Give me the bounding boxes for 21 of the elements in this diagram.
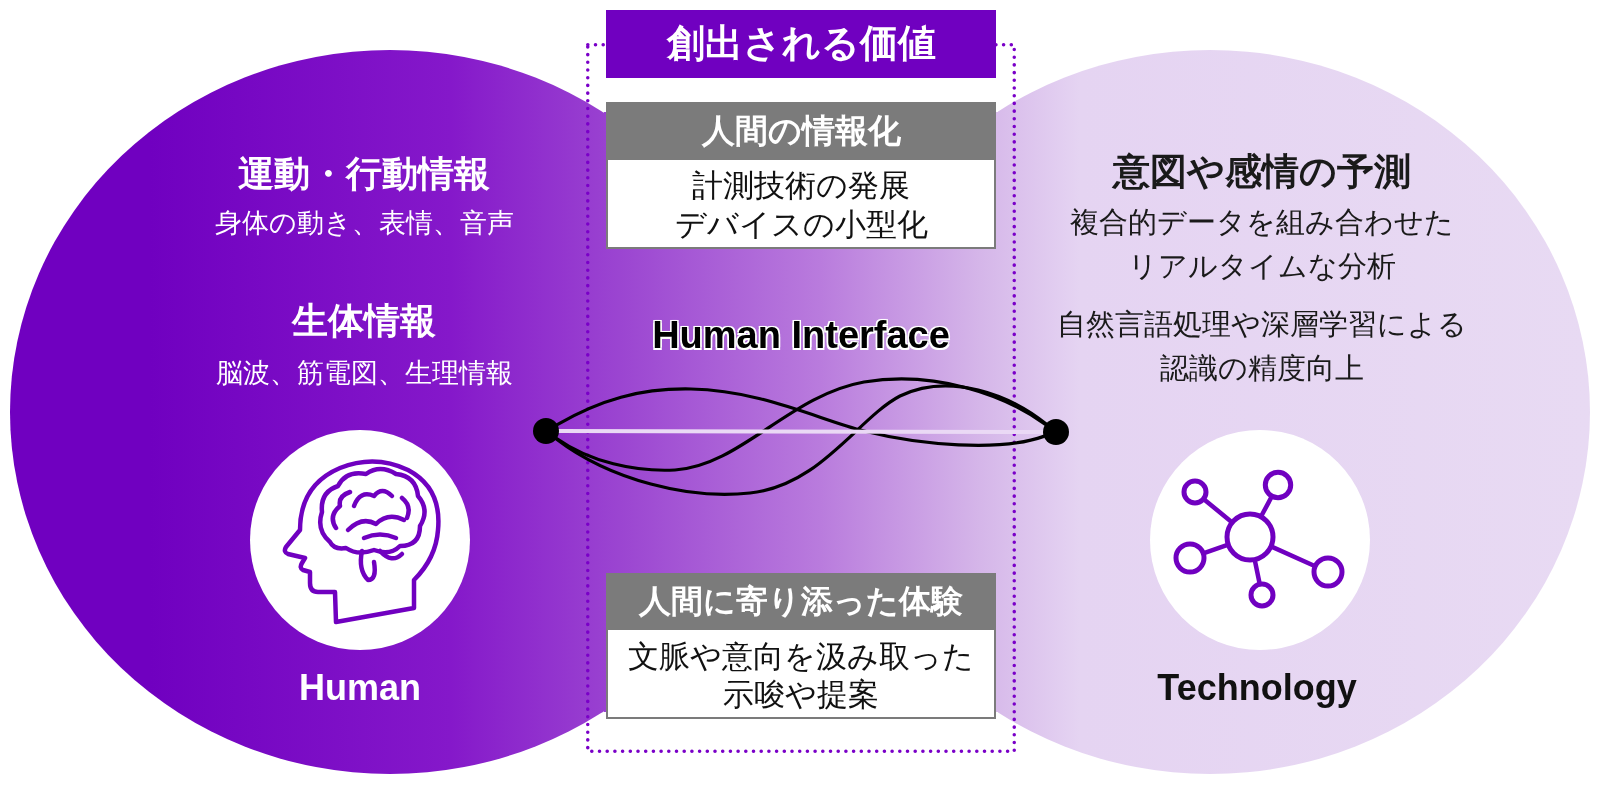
category-heading: 生体情報 xyxy=(292,300,436,342)
category-detail: 脳波、筋電図、生理情報 xyxy=(215,357,513,389)
category-detail: 複合的データを組み合わせたリアルタイムな分析 xyxy=(1069,204,1455,285)
card-heading: 人間に寄り添った体験 xyxy=(606,573,996,630)
category-detail: 身体の動き、表情、音声 xyxy=(214,207,514,239)
card-text: 文脈や意向を汲み取った示唆や提案 xyxy=(627,637,975,713)
straight-connector xyxy=(557,429,1045,434)
category-heading: 意図や感情の予測 xyxy=(1113,150,1411,194)
curved-connector xyxy=(555,387,1046,447)
card-heading: 人間の情報化 xyxy=(606,102,996,160)
curved-connector xyxy=(554,384,1048,496)
circle-label: Technology xyxy=(1157,667,1357,709)
info-card xyxy=(606,102,996,249)
info-card xyxy=(606,573,996,719)
title-banner: 創出される価値 xyxy=(606,10,996,78)
category-detail: 自然言語処理や深層学習による認識の精度向上 xyxy=(1056,306,1468,387)
card-text: 計測技術の発展 xyxy=(692,168,910,204)
card-text: デバイスの小型化 xyxy=(674,207,928,243)
circle-label: Human xyxy=(299,667,421,709)
interface-label: Human Interface xyxy=(652,314,950,358)
category-heading: 運動・行動情報 xyxy=(238,153,490,195)
